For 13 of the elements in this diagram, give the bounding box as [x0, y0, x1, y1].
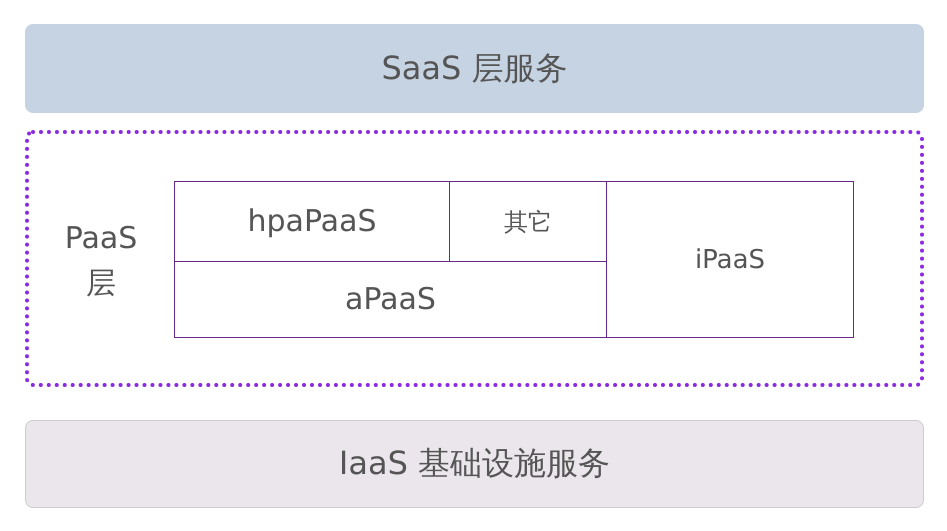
- layer-label: hpaPaaS: [248, 204, 376, 239]
- layer-label: iPaaS: [694, 244, 766, 274]
- layer-panel: [25, 130, 924, 387]
- layer-band: [25, 24, 924, 113]
- layer-label: SaaS 层服务: [381, 48, 568, 88]
- layer-band: [25, 420, 924, 508]
- layer-label: 其它: [504, 206, 552, 238]
- layer-label: IaaS 基础设施服务: [338, 443, 610, 484]
- component-box: [174, 181, 450, 262]
- component-box: [606, 181, 854, 338]
- component-box: [174, 261, 607, 338]
- layer-label: aPaaS: [345, 282, 436, 317]
- layer-label: PaaS 层: [64, 220, 138, 303]
